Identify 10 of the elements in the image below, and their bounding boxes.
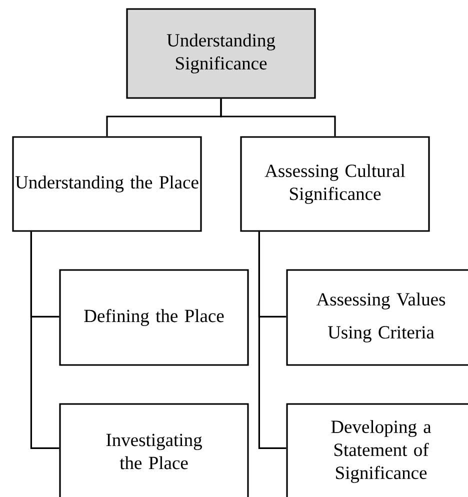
connector-line <box>258 232 286 449</box>
process-box: Developing a Statement of Significance <box>286 403 468 497</box>
process-box: Defining the Place <box>59 269 249 366</box>
connector-line <box>220 98 336 136</box>
process-box: Investigating the Place <box>59 403 249 497</box>
connector-line <box>30 232 60 449</box>
process-box: Assessing Values Using Criteria <box>286 269 468 366</box>
process-box: Assessing Cultural Significance <box>240 136 430 232</box>
process-box: Understanding the Place <box>12 136 202 232</box>
root-box: Understanding Significance <box>126 8 316 99</box>
